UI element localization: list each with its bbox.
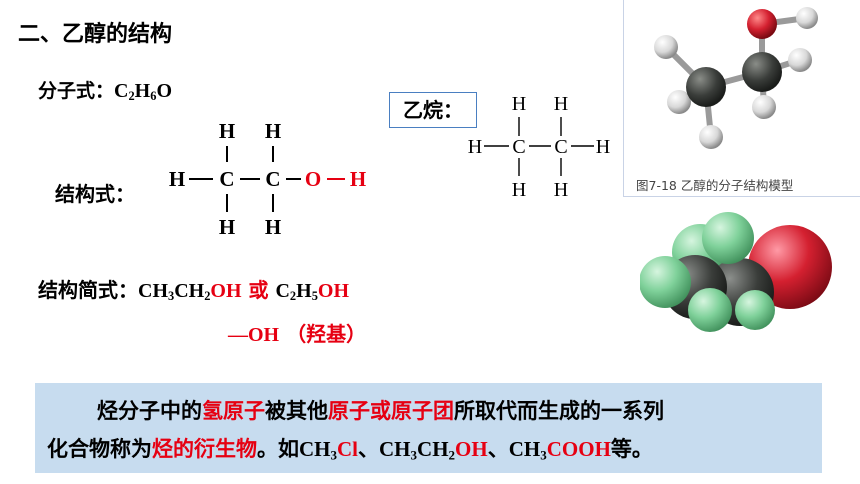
hydrogen-atom-ball (667, 90, 691, 114)
hydroxyl-name: （羟基） (286, 322, 367, 346)
atom-h: H (350, 167, 366, 191)
atom-h: H (468, 136, 482, 158)
example-acetic-acid: CH3COOH (508, 437, 611, 463)
or-word: 或 (248, 278, 269, 302)
atom-c: C (265, 167, 280, 191)
figure-caption: 图7-18 乙醇的分子结构模型 (636, 178, 794, 193)
example-ethanol: CH3CH2OH (379, 437, 488, 463)
hydrogen-atom-sphere (735, 290, 775, 330)
example-ch3cl: CH3Cl (299, 437, 359, 463)
atom-h: H (512, 179, 526, 201)
ball-and-stick-model-image (654, 7, 818, 149)
ethane-label: 乙烷： (389, 92, 477, 128)
atom-h: H (265, 215, 281, 239)
section-title: 二、乙醇的结构 (18, 22, 173, 47)
hydrogen-atom-sphere (688, 288, 732, 332)
ethanol-formula-1: CH3CH2OH (138, 280, 242, 304)
structural-formula-label: 结构式： (55, 182, 135, 206)
atom-c: C (512, 136, 525, 158)
carbon-atom-ball (742, 52, 782, 92)
hydroxyl-formula: —OH (228, 324, 280, 346)
hydrogen-atom-ball (796, 7, 818, 29)
atom-c: C (554, 136, 567, 158)
atom-h: H (596, 136, 610, 158)
carbon-atom-ball (686, 67, 726, 107)
highlight-hydrogen-atom: 氢原子 (202, 399, 265, 423)
molecular-formula-label: 分子式： (38, 80, 115, 102)
ethane-structural-formula: H H H C C H H H (468, 93, 610, 201)
atom-h: H (265, 119, 281, 143)
oxygen-atom-ball (747, 9, 777, 39)
hydrogen-atom-ball (654, 35, 678, 59)
ethanol-structural-formula: H H H C C O H H H (169, 119, 366, 239)
hydroxyl-group: —OH （羟基） (228, 318, 366, 347)
molecular-formula-value: C2H6O (114, 80, 172, 104)
atom-h: H (512, 93, 526, 115)
atom-h: H (219, 215, 235, 239)
definition-line-2: 化合物称为烃的衍生物。如CH3Cl、CH3CH2OH、CH3COOH等。 (47, 437, 653, 463)
definition-line-1: 烃分子中的氢原子被其他原子或原子团所取代而生成的一系列 (97, 399, 664, 423)
highlight-hydrocarbon-derivative: 烃的衍生物 (152, 437, 257, 461)
definition-box: 烃分子中的氢原子被其他原子或原子团所取代而生成的一系列 化合物称为烃的衍生物。如… (35, 383, 822, 473)
hydrogen-atom-ball (788, 48, 812, 72)
highlight-atom-or-group: 原子或原子团 (328, 399, 454, 423)
molecular-formula: 分子式：C2H6O (38, 76, 172, 103)
atom-c: C (219, 167, 234, 191)
atom-h: H (554, 93, 568, 115)
hydrogen-atom-ball (752, 95, 776, 119)
molecular-model-figure: 图7-18 乙醇的分子结构模型 (623, 0, 860, 197)
hydrogen-atom-sphere (702, 212, 754, 264)
simplified-formula-label: 结构简式： (38, 278, 138, 302)
atom-h: H (554, 179, 568, 201)
atom-h: H (169, 167, 185, 191)
space-filling-model-image (640, 212, 832, 332)
hydrogen-atom-sphere (640, 256, 691, 308)
hydrogen-atom-ball (699, 125, 723, 149)
atom-h: H (219, 119, 235, 143)
ethanol-formula-2: C2H5OH (275, 280, 350, 304)
simplified-formula: 结构简式：CH3CH2OH 或 C2H5OH (38, 274, 349, 303)
atom-o: O (305, 167, 321, 191)
